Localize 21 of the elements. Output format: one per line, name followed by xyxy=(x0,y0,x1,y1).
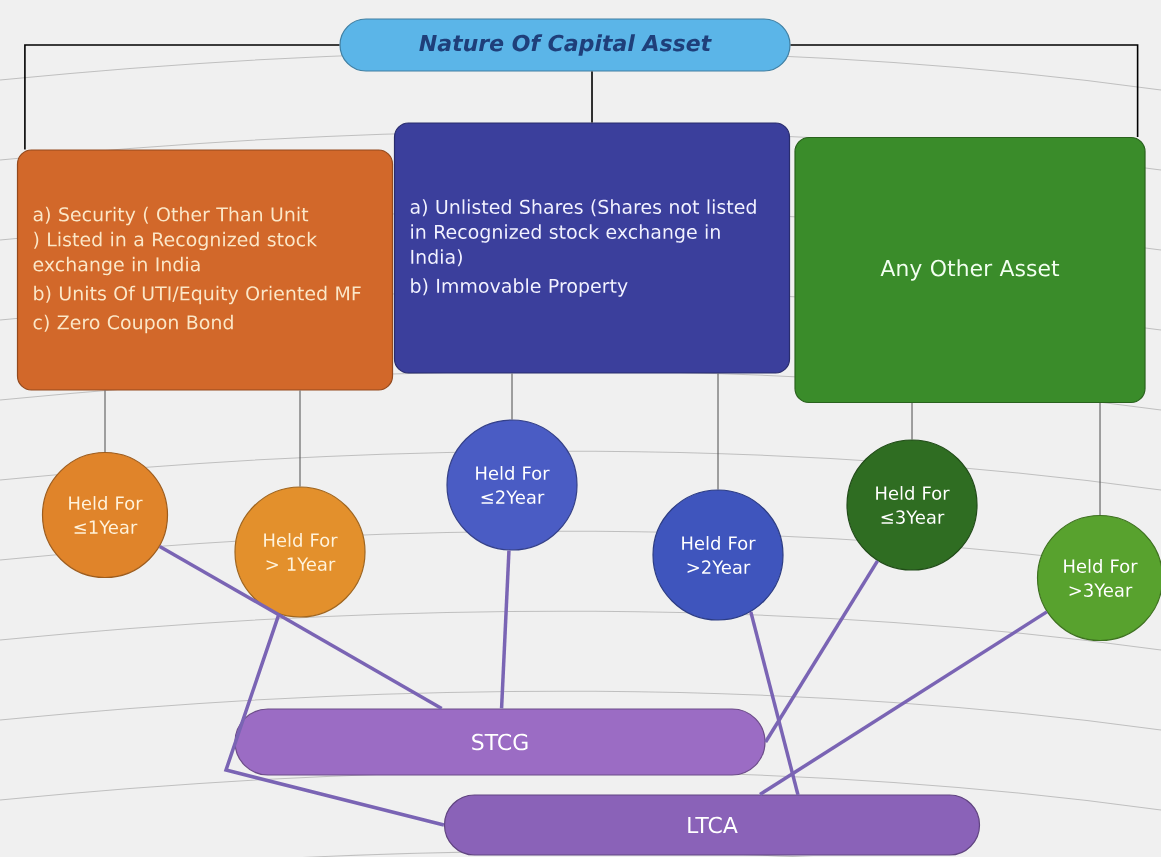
connector-line xyxy=(223,613,445,827)
connector-line xyxy=(749,611,800,796)
connector-line xyxy=(24,44,341,151)
connector-line xyxy=(104,390,106,453)
result-bar: LTCA xyxy=(443,794,981,856)
connector-line xyxy=(591,70,593,124)
category-box: a) Unlisted Shares (Shares not listed in Recognized stock exchange in India) b) Immovable Property xyxy=(393,122,791,374)
connector-line xyxy=(764,559,880,743)
connector-line xyxy=(759,610,1048,796)
category-box: Any Other Asset xyxy=(794,136,1146,404)
connector-line xyxy=(299,390,301,487)
connector-line xyxy=(511,373,513,420)
connector-line xyxy=(499,550,511,709)
connector-line xyxy=(158,544,443,710)
result-bar: STCG xyxy=(234,708,766,776)
connector-line xyxy=(789,44,1139,138)
connector-line xyxy=(911,402,913,440)
category-box: a) Security ( Other Than Unit ) Listed in a Recognized stock exchange in India b) Units Of UTI/Equity Oriented MF c) Zero Coupon Bond xyxy=(16,149,394,391)
connector-line xyxy=(717,373,719,490)
title-box: Nature Of Capital Asset xyxy=(339,18,791,72)
connector-line xyxy=(1099,402,1101,516)
